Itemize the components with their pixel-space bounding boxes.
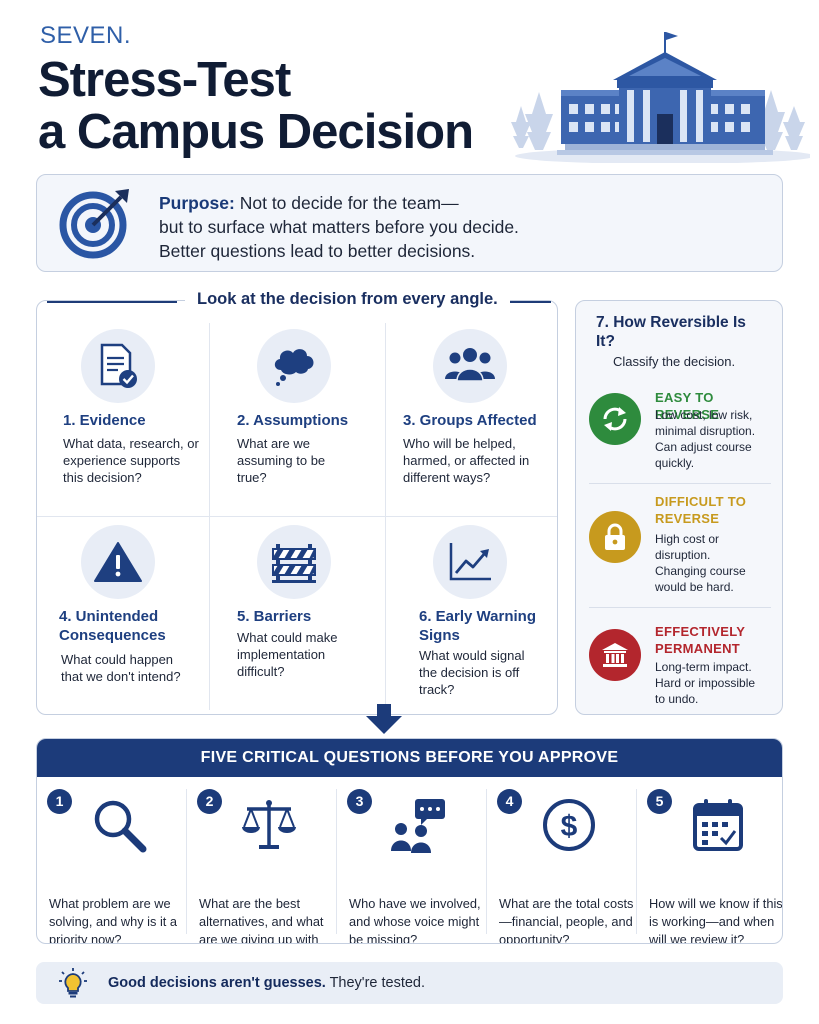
question-number: 3 — [347, 789, 372, 814]
question-divider — [186, 789, 187, 934]
angle-cell-evidence: 1. Evidence What data, research, or expe… — [37, 301, 209, 516]
five-questions-panel: FIVE CRITICAL QUESTIONS BEFORE YOU APPRO… — [36, 738, 783, 944]
purpose-line-3: Better questions lead to better decision… — [159, 241, 476, 261]
magnifier-icon — [94, 800, 147, 853]
purpose-text: Purpose: Not to decide for the team— but… — [159, 191, 519, 263]
question-item: 5 How will we know if this is working—an… — [637, 777, 783, 944]
arrow-down-icon — [366, 704, 402, 734]
angle-desc: What data, research, or experience suppo… — [63, 436, 199, 485]
angle-heading: 5. Barriers — [237, 608, 312, 625]
people-group-icon — [433, 329, 507, 403]
reversibility-label: EASY TO REVERSE — [655, 390, 720, 422]
angle-cell-consequences: 4. Unintended Consequences What could ha… — [37, 517, 209, 713]
reversibility-item-difficult: DIFFICULT TO REVERSE High cost or disrup… — [576, 491, 784, 601]
angle-cell-assumptions: 2. Assumptions What are we assuming to b… — [211, 301, 383, 516]
question-text: What problem are we solving, and why is … — [49, 896, 178, 944]
question-text: Who have we involved, and whose voice mi… — [349, 896, 481, 944]
reversibility-title: 7. How Reversible Is It? — [596, 314, 746, 350]
grid-divider — [37, 516, 557, 517]
page-title: Stress-Test a Campus Decision — [38, 53, 474, 159]
question-item: 4 $ What are the total costs—financial, … — [487, 777, 636, 944]
question-divider — [486, 789, 487, 934]
reversibility-panel: 7. How Reversible Is It? Classify the de… — [575, 300, 783, 715]
reversibility-item-permanent: EFFECTIVELY PERMANENT Long-term impact. … — [576, 619, 784, 711]
reversibility-label: EFFECTIVELY PERMANENT — [655, 624, 745, 656]
angles-panel: Look at the decision from every angle. 1… — [36, 290, 559, 715]
target-icon — [59, 189, 129, 259]
question-number: 2 — [197, 789, 222, 814]
reversibility-subtitle: Classify the decision. — [613, 354, 736, 369]
purpose-line-2: but to surface what matters before you d… — [159, 217, 519, 237]
angle-desc: Who will be helped, harmed, or affected … — [403, 436, 530, 485]
question-text: What are the best alternatives, and what… — [199, 896, 324, 944]
question-divider — [336, 789, 337, 934]
reversibility-item-easy: EASY TO REVERSE Low cost, low risk, mini… — [576, 383, 784, 473]
campus-building-icon — [511, 32, 810, 163]
question-number: 4 — [497, 789, 522, 814]
institution-icon — [589, 629, 641, 681]
angle-heading: 3. Groups Affected — [403, 412, 537, 429]
angle-heading: 4. Unintended Consequences — [59, 608, 166, 644]
cycle-arrows-icon — [589, 393, 641, 445]
purpose-box: Purpose: Not to decide for the team— but… — [36, 174, 783, 272]
angle-heading: 6. Early Warning Signs — [419, 608, 536, 644]
angle-cell-barriers: 5. Barriers What could make implementati… — [211, 517, 383, 713]
footer-bold: Good decisions aren't guesses. — [108, 975, 326, 991]
question-item: 2 What are the best alternatives, and wh… — [187, 777, 336, 944]
angles-title: Look at the decision from every angle. — [185, 290, 510, 309]
question-divider — [636, 789, 637, 934]
scales-icon — [242, 800, 296, 849]
reversibility-text: Long-term impact. Hard or impossible to … — [655, 660, 756, 706]
angle-heading: 1. Evidence — [63, 412, 146, 429]
reversibility-divider — [589, 607, 771, 608]
angle-cell-warning-signs: 6. Early Warning Signs What would signal… — [387, 517, 559, 713]
angle-desc: What would signal the decision is off tr… — [419, 648, 525, 697]
question-item: 3 Who have we involved, and whose voice … — [337, 777, 486, 944]
dollar-icon: $ — [543, 799, 595, 851]
barrier-icon — [257, 525, 331, 599]
footer-callout: Good decisions aren't guesses. They're t… — [36, 962, 783, 1004]
lightbulb-icon — [59, 968, 87, 998]
people-chat-icon — [391, 799, 445, 853]
purpose-line-1: Not to decide for the team— — [234, 193, 459, 213]
footer-rest: They're tested. — [325, 975, 426, 991]
question-item: 1 What problem are we solving, and why i… — [37, 777, 186, 944]
thought-bubble-icon — [257, 329, 331, 403]
calendar-icon — [693, 799, 743, 851]
angle-desc: What could happen that we don't intend? — [61, 652, 181, 684]
warning-triangle-icon — [81, 525, 155, 599]
trend-chart-icon — [433, 525, 507, 599]
angle-heading: 2. Assumptions — [237, 412, 349, 429]
question-text: How will we know if this is working—and … — [649, 896, 783, 944]
question-number: 1 — [47, 789, 72, 814]
question-text: What are the total costs—financial, peop… — [499, 896, 634, 944]
svg-text:$: $ — [561, 810, 578, 843]
angles-title-rule-left — [47, 301, 177, 303]
purpose-label: Purpose: — [159, 193, 235, 213]
title-line-1: Stress-Test — [38, 53, 291, 107]
title-line-2: a Campus Decision — [38, 105, 474, 159]
reversibility-label: DIFFICULT TO REVERSE — [655, 494, 747, 526]
angle-desc: What are we assuming to be true? — [237, 436, 326, 485]
padlock-icon — [589, 511, 641, 563]
question-number: 5 — [647, 789, 672, 814]
reversibility-text: High cost or disruption. Changing course… — [655, 532, 746, 594]
footer-text: Good decisions aren't guesses. They're t… — [108, 975, 425, 991]
reversibility-text: Low cost, low risk, minimal disruption. … — [655, 408, 756, 470]
document-check-icon — [81, 329, 155, 403]
five-questions-banner: FIVE CRITICAL QUESTIONS BEFORE YOU APPRO… — [37, 739, 782, 777]
angles-title-rule-right — [501, 301, 551, 303]
section-eyebrow: SEVEN. — [40, 22, 132, 49]
angle-cell-groups: 3. Groups Affected Who will be helped, h… — [387, 301, 559, 516]
angle-desc: What could make implementation difficult… — [237, 630, 338, 679]
reversibility-divider — [589, 483, 771, 484]
